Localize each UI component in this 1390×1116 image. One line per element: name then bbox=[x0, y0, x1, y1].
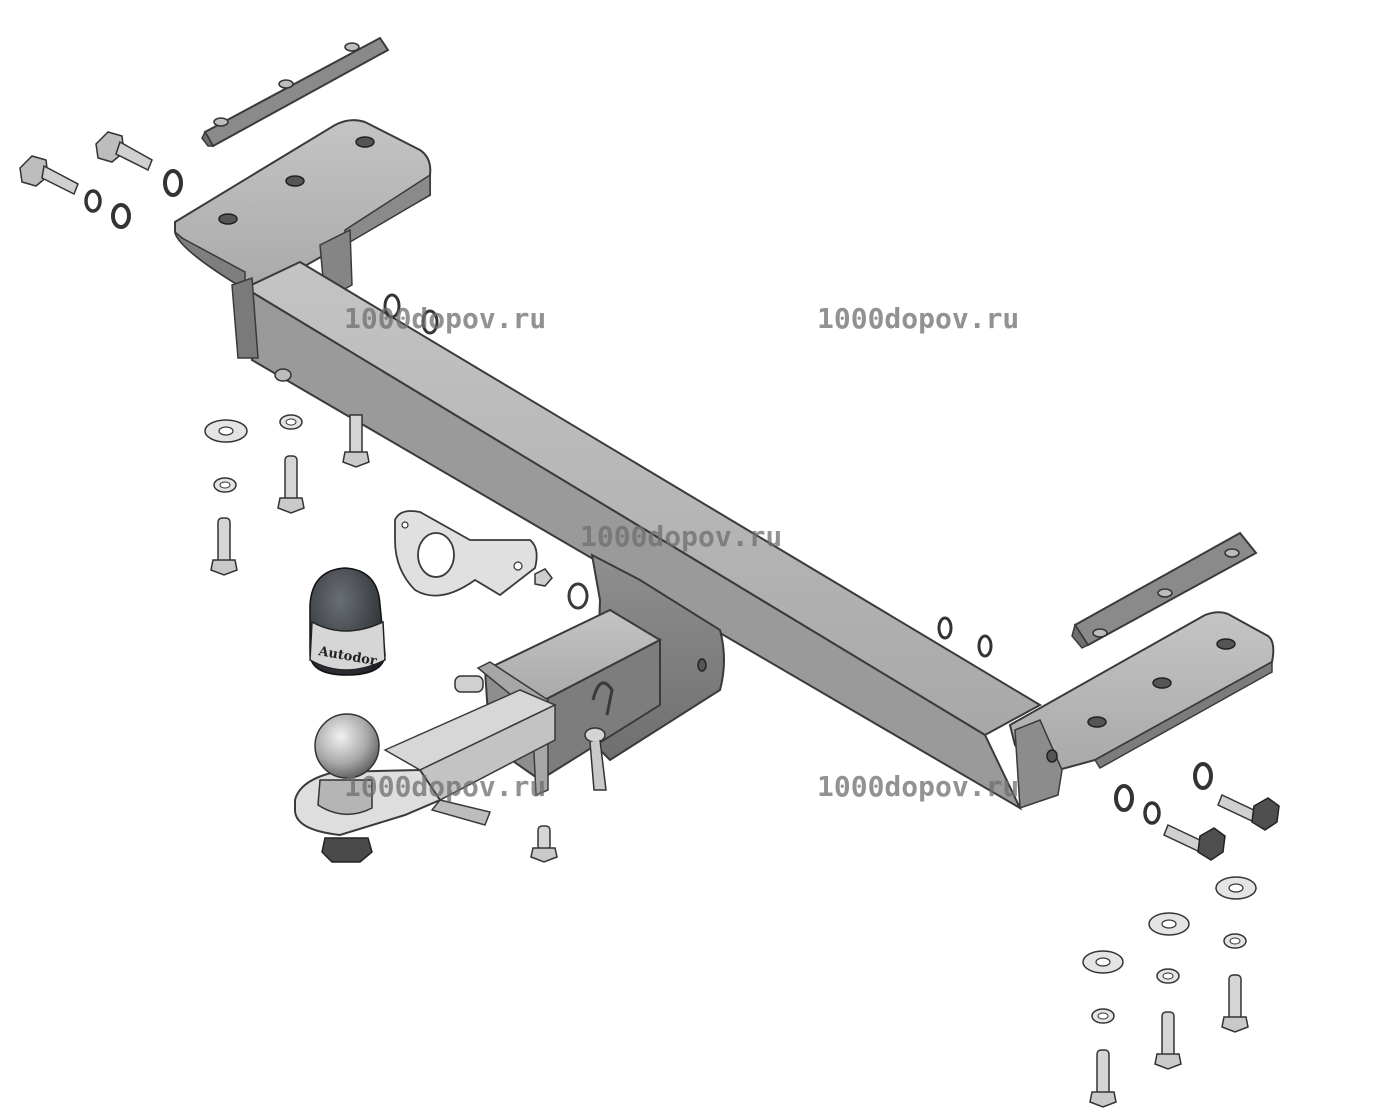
ball-cap: Autodor bbox=[309, 567, 386, 676]
watermark-text: 1000dopov.ru bbox=[344, 770, 547, 803]
left-bottom-hardware bbox=[204, 414, 558, 863]
watermark-text: 1000dopov.ru bbox=[344, 302, 547, 335]
watermark-text: 1000dopov.ru bbox=[817, 770, 1020, 803]
right-hardware bbox=[1082, 762, 1280, 1108]
main-cross-beam bbox=[231, 260, 1043, 811]
watermark-text: 1000dopov.ru bbox=[580, 520, 783, 553]
left-top-hardware bbox=[19, 131, 183, 229]
right-reinforcement-strip bbox=[1071, 531, 1258, 649]
left-reinforcement-strip bbox=[201, 36, 390, 148]
beam-bolts bbox=[274, 293, 993, 658]
ball-mount bbox=[294, 689, 557, 863]
right-mounting-bracket bbox=[1008, 611, 1275, 810]
socket-bracket bbox=[394, 510, 589, 610]
watermark-text: 1000dopov.ru bbox=[817, 302, 1020, 335]
